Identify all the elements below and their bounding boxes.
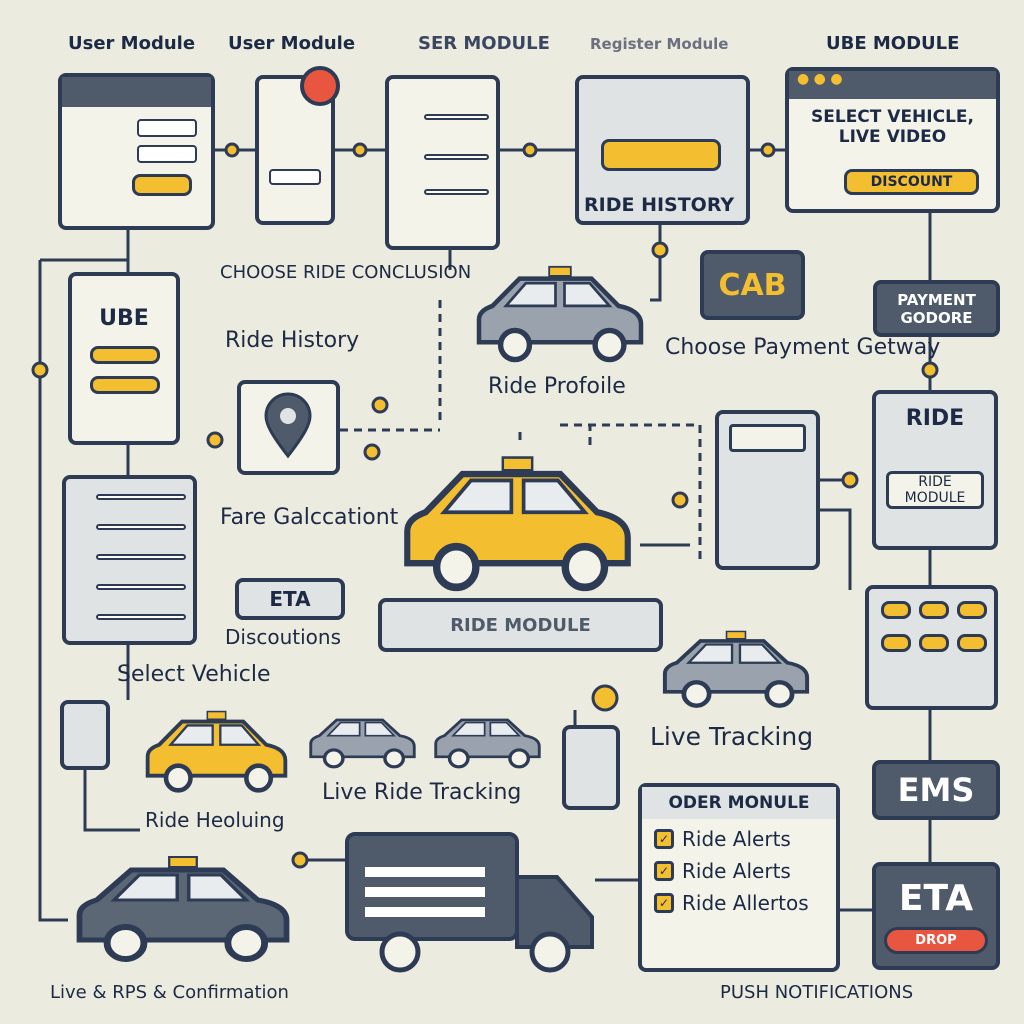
- notification-icon: [300, 66, 340, 106]
- keypad-card: [865, 585, 998, 710]
- small-phone-icon: [60, 700, 110, 770]
- calculator-icon: [715, 410, 820, 570]
- ride-history-text: Ride History: [225, 328, 360, 353]
- map-pin-icon: [264, 392, 312, 459]
- phone-ube-title: UBE: [99, 306, 149, 331]
- truck-icon: [345, 832, 595, 975]
- browser-title: SELECT VEHICLE, LIVE VIDEO: [811, 107, 974, 147]
- taxi-icon-right: [657, 630, 815, 710]
- order-item-2[interactable]: ✓Ride Alerts: [654, 859, 824, 883]
- fare-calculation-label: Fare Galccationt: [220, 505, 399, 530]
- choose-ride-label: CHOOSE RIDE CONCLUSION: [220, 262, 472, 283]
- cab-box: CAB: [700, 250, 805, 320]
- select-vehicle-label: Select Vehicle: [117, 662, 271, 687]
- ride-profile-label: Ride Profoile: [488, 374, 626, 399]
- header-ube-module: UBE MODULE: [826, 33, 960, 54]
- list-card: [62, 475, 197, 645]
- car-icon-1: [305, 712, 420, 770]
- clipboard-form: [385, 75, 500, 250]
- payment-box: PAYMENT GODORE: [873, 280, 1000, 337]
- discounts-label: Discoutions: [225, 625, 342, 649]
- header-register-module: Register Module: [590, 35, 729, 53]
- map-pin-card: [237, 380, 340, 475]
- ride-heoluing-label: Ride Heoluing: [145, 808, 285, 832]
- order-item-3[interactable]: ✓Ride Allertos: [654, 891, 824, 915]
- ems-box: EMS: [872, 760, 1000, 820]
- footer-right-label: PUSH NOTIFICATIONS: [720, 982, 914, 1003]
- ride-title: RIDE: [905, 406, 965, 431]
- choose-payment-label: Choose Payment Getway: [665, 335, 941, 360]
- yellow-taxi-icon: [395, 455, 640, 595]
- live-ride-tracking-label: Live Ride Tracking: [322, 780, 522, 805]
- order-item-1[interactable]: ✓Ride Alerts: [654, 827, 824, 851]
- van-icon: [68, 855, 298, 965]
- browser-window: ● ● ● SELECT VEHICLE, LIVE VIDEO DISCOUN…: [785, 67, 1000, 213]
- header-ser-module: SER MODULE: [418, 33, 550, 54]
- live-tracking-label: Live Tracking: [650, 722, 814, 751]
- phone-ube: UBE: [68, 272, 180, 445]
- eta-title: ETA: [898, 878, 974, 919]
- eta-small-box: ETA: [235, 578, 345, 620]
- device-icon: [562, 725, 620, 810]
- eta-button[interactable]: DROP: [884, 927, 988, 954]
- ride-module-bar: RIDE MODULE: [378, 598, 663, 652]
- ride-module-card: RIDE RIDE MODULE: [872, 390, 998, 550]
- ride-history-button[interactable]: [601, 139, 721, 171]
- car-icon-2: [430, 712, 545, 770]
- ride-module-label: RIDE MODULE: [886, 471, 984, 509]
- order-module-card: ODER MONULE ✓Ride Alerts ✓Ride Alerts ✓R…: [638, 783, 840, 972]
- header-user-module: User Module: [68, 33, 196, 54]
- login-button[interactable]: [132, 174, 192, 196]
- login-window: [58, 73, 215, 230]
- discount-button[interactable]: DISCOUNT: [844, 169, 979, 195]
- header-user-module-2: User Module: [228, 33, 356, 54]
- footer-left-label: Live & RPS & Confirmation: [50, 982, 289, 1003]
- eta-box: ETA DROP: [872, 862, 1000, 970]
- taxi-icon: [470, 265, 650, 365]
- ride-history-card: RIDE HISTORY: [575, 75, 750, 225]
- ride-history-label: RIDE HISTORY: [584, 194, 735, 216]
- order-module-title: ODER MONULE: [642, 787, 836, 819]
- yellow-taxi-small-icon: [140, 710, 293, 795]
